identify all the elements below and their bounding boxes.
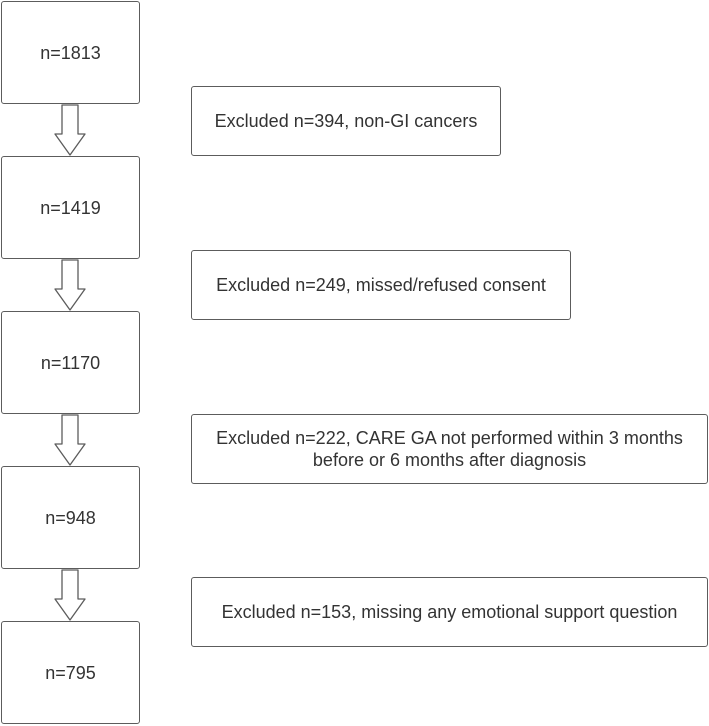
down-arrow-icon (54, 259, 86, 311)
count-label: n=795 (45, 662, 96, 683)
count-label: n=1419 (40, 197, 101, 218)
count-label: n=1813 (40, 42, 101, 63)
exclusion-text: Excluded n=153, missing any emotional su… (221, 602, 678, 622)
exclusion-box-2: Excluded n=249, missed/refused consent (191, 250, 571, 320)
count-label: n=948 (45, 507, 96, 528)
count-box-4: n=948 (1, 466, 140, 569)
count-label: n=1170 (40, 352, 101, 373)
down-arrow-icon (54, 569, 86, 621)
exclusion-text: Excluded n=394, non-GI cancers (214, 111, 478, 131)
count-box-3: n=1170 (1, 311, 140, 414)
exclusion-text: Excluded n=249, missed/refused consent (216, 275, 546, 295)
exclusion-text: Excluded n=222, CARE GA not performed wi… (216, 428, 683, 470)
exclusion-box-1: Excluded n=394, non-GI cancers (191, 86, 501, 156)
exclusion-box-4: Excluded n=153, missing any emotional su… (191, 577, 708, 647)
count-box-5: n=795 (1, 621, 140, 724)
count-box-2: n=1419 (1, 156, 140, 259)
count-box-1: n=1813 (1, 1, 140, 104)
down-arrow-icon (54, 104, 86, 156)
exclusion-box-3: Excluded n=222, CARE GA not performed wi… (191, 414, 708, 484)
down-arrow-icon (54, 414, 86, 466)
